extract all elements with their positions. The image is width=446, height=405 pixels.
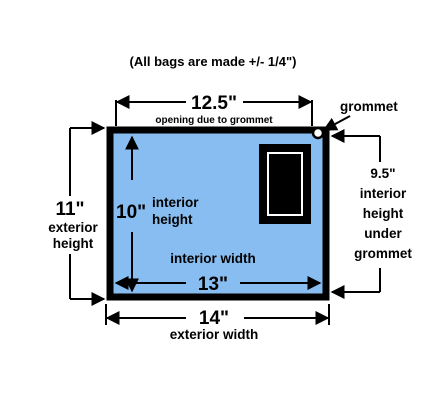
under-grommet-line4: grommet xyxy=(354,246,412,261)
bag-window-inner xyxy=(267,152,303,216)
ext-height-value: 11" xyxy=(55,199,84,220)
opening-caption: opening due to grommet xyxy=(155,115,273,126)
opening-value: 12.5" xyxy=(191,93,237,114)
tolerance-note: (All bags are made +/- 1/4") xyxy=(130,54,297,69)
grommet-icon xyxy=(311,126,325,140)
int-width-value: 13" xyxy=(198,274,228,295)
under-grommet-line1: interior xyxy=(360,186,407,201)
under-grommet-line2: height xyxy=(363,206,404,221)
int-width-caption: interior width xyxy=(170,251,256,266)
under-grommet-value: 9.5" xyxy=(370,166,395,181)
int-height-line2: height xyxy=(152,212,193,227)
ext-height-line1: exterior xyxy=(48,220,98,235)
grommet-label: grommet xyxy=(340,99,398,114)
ext-width-value: 14" xyxy=(199,308,229,329)
int-height-value: 10" xyxy=(116,202,146,223)
int-height-line1: interior xyxy=(152,195,199,210)
ext-width-caption: exterior width xyxy=(170,327,259,342)
ext-height-line2: height xyxy=(53,236,94,251)
under-grommet-line3: under xyxy=(364,226,402,241)
grommet-pointer xyxy=(322,115,351,131)
